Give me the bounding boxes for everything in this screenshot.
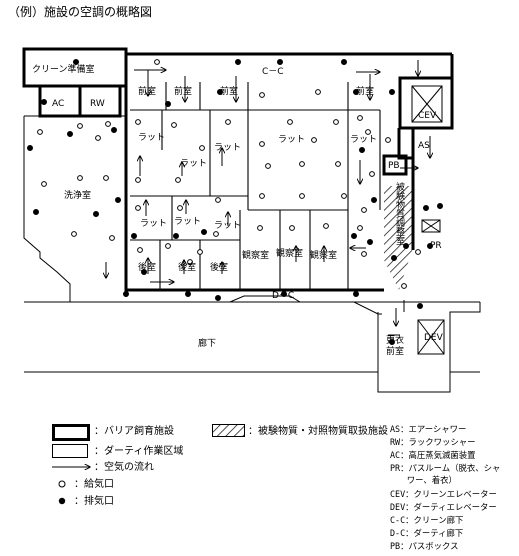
cev-elevator	[411, 85, 443, 123]
washing-room-label: 洗浄室	[64, 189, 91, 201]
cc-corridor-label: C－C	[262, 67, 284, 77]
change-anteroom-label: 更衣前室	[385, 336, 404, 357]
front-room-label: 前室	[220, 85, 238, 97]
rat-room-label: ラット	[138, 132, 165, 143]
observation-room-label: 観察室	[276, 247, 303, 259]
pr-x-mark	[421, 219, 441, 233]
rat-room-label: ラット	[350, 134, 377, 145]
rat-room-label: ラット	[214, 142, 241, 153]
dirty-area-walls	[23, 100, 481, 393]
pr-label: PR	[430, 241, 442, 251]
front-room-label: 前室	[174, 85, 192, 97]
rat-room-label: ラット	[278, 134, 305, 145]
dev-label: DEV	[424, 333, 444, 343]
rear-room-label: 後室	[210, 261, 228, 273]
dc-corridor-label: D－C	[272, 291, 294, 301]
supply-vents	[37, 59, 421, 289]
corridor-label: 廊下	[198, 337, 216, 349]
barrier-walls	[22, 47, 454, 292]
dev-elevator	[417, 319, 445, 355]
cev-label: CEV	[418, 111, 437, 121]
front-room-label: 前室	[138, 85, 156, 97]
as-label: AS	[418, 141, 430, 151]
rear-room-label: 後室	[178, 261, 196, 273]
ac-label: AC	[52, 99, 64, 109]
page-title: （例）施設の空調の概略図	[8, 5, 153, 19]
rw-label: RW	[90, 99, 105, 109]
rat-room-label: ラット	[214, 220, 241, 231]
rear-room-label: 後室	[138, 261, 156, 273]
rat-room-label: ラット	[180, 158, 207, 169]
pb-label: PB	[388, 161, 400, 171]
observation-room-label: 観察室	[242, 249, 269, 261]
test-substance-room-label: 被験物質調整室	[394, 182, 404, 245]
clean-prep-label: クリーン準備室	[32, 63, 95, 75]
test-substance-hatch	[384, 186, 413, 290]
exhaust-vents	[26, 59, 443, 345]
rat-room-label: ラット	[174, 216, 201, 227]
front-room-label: 前室	[356, 85, 374, 97]
observation-room-label: 観察室	[310, 249, 337, 261]
airflow-arrows	[106, 60, 430, 326]
rat-room-label: ラット	[140, 218, 167, 229]
